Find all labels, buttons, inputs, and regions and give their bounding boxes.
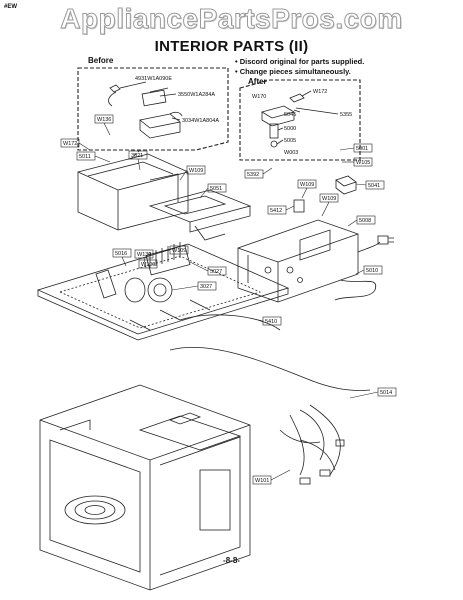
- wire: [179, 314, 281, 331]
- part-label: W136: [97, 117, 111, 123]
- part-label: 5027: [210, 269, 222, 275]
- part-label: W101: [255, 478, 269, 484]
- before-part-label: 3034W1A804A: [182, 118, 219, 124]
- after-box: After W170 W172 5045 5355 5000 5005 W003: [239, 77, 361, 161]
- page-number: -8-8-: [223, 556, 240, 565]
- part-label: 3027: [200, 284, 212, 290]
- part-label: W109: [322, 196, 336, 202]
- part-label: 5011: [79, 154, 91, 160]
- part-label: 5041: [368, 183, 380, 189]
- part-label: W109: [172, 248, 186, 254]
- part-label: W172: [63, 141, 77, 147]
- after-part-label: W003: [284, 150, 298, 156]
- part-label: 5410: [265, 319, 277, 325]
- part-label: 5008: [359, 218, 371, 224]
- after-part-label: W172: [313, 89, 327, 95]
- note-discard: • Discord original for parts supplied.: [235, 57, 365, 66]
- before-part-label: 3550W1A284A: [178, 92, 215, 98]
- part-label: 5412: [270, 208, 282, 214]
- wire-harness: [169, 347, 371, 485]
- part-label: 5001: [356, 146, 368, 152]
- base-plate: [36, 243, 290, 341]
- after-part-label: 5355: [340, 112, 352, 118]
- part-label: 5010: [366, 268, 378, 274]
- control-tray: [237, 219, 359, 303]
- part-label: W109: [141, 262, 155, 268]
- part-label: W105: [356, 160, 370, 166]
- part-label: W109: [300, 182, 314, 188]
- watermark: AppliancePartsPros.com: [60, 3, 403, 35]
- before-box: Before 4931W1A090E 3550W1A284A 3034W1A80…: [77, 56, 229, 151]
- part-label: W109: [189, 168, 203, 174]
- bracket-small: [293, 199, 305, 213]
- before-part-label: 4931W1A090E: [135, 76, 172, 82]
- part-label: 5051: [210, 186, 222, 192]
- part-label: 5392: [247, 172, 259, 178]
- bracket-plate: [148, 189, 252, 241]
- part-label: 5016: [115, 251, 127, 257]
- after-part-label: W170: [252, 94, 266, 100]
- after-part-label: 5000: [284, 126, 296, 132]
- part-label: W130: [137, 252, 151, 258]
- before-title: Before: [88, 56, 114, 65]
- page-title: INTERIOR PARTS (II): [154, 38, 309, 55]
- upper-housing: [77, 153, 189, 231]
- note-change: • Change pieces simultaneously.: [235, 67, 351, 76]
- after-part-label: 5005: [284, 138, 296, 144]
- leader-lines: [60, 114, 397, 485]
- switch-part: [335, 175, 357, 195]
- header-code: #EW: [4, 4, 18, 10]
- after-title: After: [248, 77, 267, 86]
- power-cord: [334, 235, 394, 301]
- part-label: 3021: [131, 153, 143, 159]
- part-label: 5014: [380, 390, 392, 396]
- part-labels: W136 W172 5011 3021 W109 5051 5392 5001 …: [63, 117, 392, 484]
- after-part-label: 5045: [284, 112, 296, 118]
- oven-cavity: [39, 384, 251, 591]
